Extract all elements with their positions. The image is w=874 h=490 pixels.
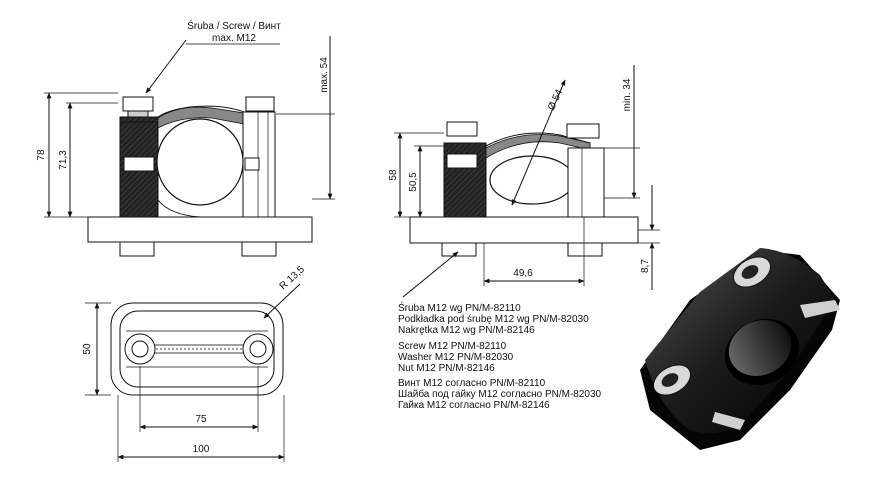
front-view-middle (394, 65, 660, 298)
parts-list-line: Nut M12 PN/M-82146 (398, 363, 495, 374)
parts-list-line: Podkładka pod śrubę M12 wg PN/M-82030 (398, 314, 589, 325)
nut-middle-left (123, 156, 155, 172)
nut-bottom-right (241, 241, 277, 257)
dim-mid-49-6: 49,6 (513, 268, 533, 279)
dim-plan-100: 100 (193, 444, 210, 455)
dim-mid-58: 58 (388, 169, 399, 181)
parts-list-line: Screw M12 PN/M-82110 (398, 341, 507, 352)
dim-mid-diameter: Ø 54 (546, 87, 565, 112)
parts-list-line: Washer M12 PN/M-82030 (398, 352, 514, 363)
dim-mid-min34: min. 34 (622, 78, 633, 111)
parts-list-line: Nakrętka M12 wg PN/M-82146 (398, 325, 535, 336)
dim-plan-radius: R 13,5 (278, 264, 308, 292)
mid-pipe-bore (489, 155, 575, 205)
parts-list-line: Śruba M12 wg PN/M-82110 (398, 301, 521, 314)
nut-bottom-left (119, 241, 155, 257)
parts-list-line: Винт M12 согласно PN/M-82110 (398, 378, 546, 389)
nut-top-left (122, 96, 154, 112)
base-plate (87, 216, 313, 243)
pipe-bore (156, 118, 244, 206)
plan-view (85, 283, 301, 462)
mid-nut-top-left (446, 121, 478, 137)
parts-list-line: Гайка M12 согласно PN/M-82146 (398, 400, 550, 411)
mid-base-plate (409, 216, 639, 244)
screw-callout-line1: Śruba / Screw / Винт (187, 19, 281, 32)
dim-left-max54: max. 54 (319, 57, 330, 93)
dim-left-78: 78 (36, 149, 47, 161)
parts-list: Śruba M12 wg PN/M-82110 Podkładka pod śr… (398, 301, 602, 411)
dim-mid-8-7: 8,7 (640, 259, 651, 273)
clamp-3d-render (640, 248, 840, 450)
parts-list-line: Шайба под гайку M12 согласно PN/M-82030 (398, 388, 602, 400)
dim-plan-75: 75 (195, 414, 207, 425)
dim-mid-50-5: 50,5 (408, 172, 419, 192)
nut-top-right (245, 96, 275, 112)
dim-plan-50: 50 (82, 343, 93, 355)
screw-callout-line2: max. M12 (212, 33, 256, 44)
mid-nut-top-right (566, 123, 600, 139)
front-view-left (44, 36, 335, 257)
dim-left-71-3: 71,3 (58, 150, 69, 170)
render-bore (728, 320, 792, 376)
